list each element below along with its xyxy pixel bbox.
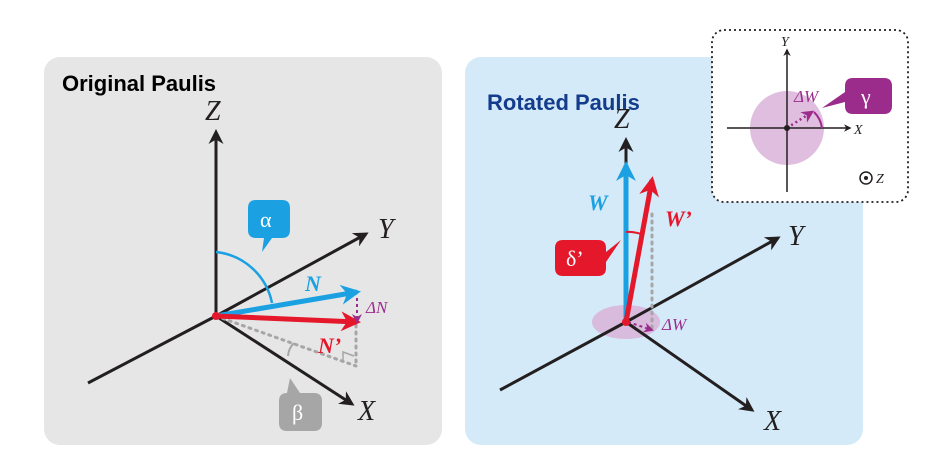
delta-n-label: ΔN: [365, 298, 389, 317]
right-y-axis-label: Y: [788, 221, 807, 252]
inset-top-view: X Y ΔW γ Z: [711, 29, 909, 203]
delta-prime-badge: δ’: [555, 240, 621, 276]
right-z-axis-label: Z: [614, 104, 630, 135]
inset-y-axis-label: Y: [781, 35, 791, 50]
alpha-arc: [215, 250, 274, 304]
right-x-axis-label: X: [763, 406, 782, 437]
gamma-badge-label: γ: [860, 84, 871, 109]
gamma-badge: γ: [822, 78, 892, 114]
right-panel-title: Rotated Paulis: [487, 90, 640, 115]
delta-prime-arc: [625, 230, 642, 235]
right-origin: [622, 318, 630, 326]
left-panel-background: [44, 57, 442, 445]
vector-n-label: N: [304, 271, 322, 296]
vector-w-prime: [623, 176, 659, 323]
inset-x-axis-label: X: [853, 123, 863, 138]
delta-w-arrow: [627, 321, 654, 333]
right-x-axis: [625, 320, 755, 412]
alpha-badge-label: α: [260, 207, 272, 232]
left-origin: [212, 312, 220, 320]
left-x-axis-label: X: [357, 396, 376, 427]
left-y-axis-back: [87, 314, 217, 385]
inset-z-axis-label: Z: [876, 172, 884, 187]
z-out-of-page-dot: [864, 176, 868, 180]
vector-n-prime-label: N’: [317, 333, 341, 358]
delta-prime-badge-label: δ’: [566, 246, 584, 271]
beta-arc: [287, 342, 295, 357]
left-x-axis: [215, 314, 355, 406]
right-angle-mark: [342, 350, 355, 361]
z-out-of-page-icon: [859, 171, 873, 185]
vector-w-prime-label: W’: [665, 206, 692, 231]
left-y-axis-label: Y: [378, 214, 397, 245]
left-panel-title: Original Paulis: [62, 71, 216, 96]
inset-origin: [784, 125, 790, 131]
left-y-axis: [215, 232, 369, 318]
beta-badge-label: β: [292, 400, 303, 425]
left-panel: Original Paulis Z Y X N N’ ΔN α: [44, 57, 442, 445]
vector-n: [215, 284, 361, 319]
vector-n-prime: [215, 311, 361, 332]
inset-delta-w-label: ΔW: [793, 87, 820, 106]
alpha-badge: α: [248, 200, 290, 252]
delta-w-label: ΔW: [661, 315, 688, 334]
gamma-arc: [813, 111, 823, 129]
beta-badge: β: [279, 378, 322, 431]
vector-w-label: W: [588, 190, 609, 215]
left-z-axis-label: Z: [205, 96, 221, 127]
right-y-axis-back: [499, 320, 627, 392]
